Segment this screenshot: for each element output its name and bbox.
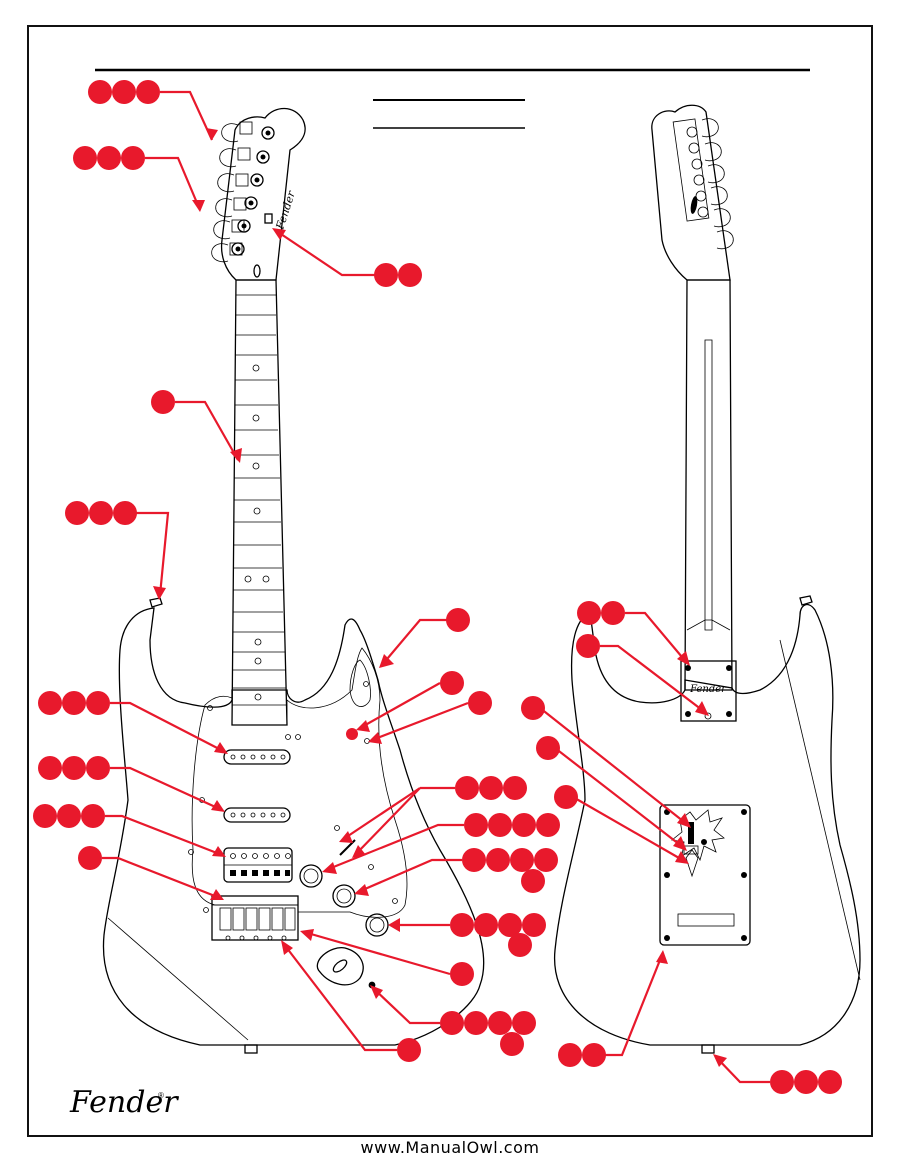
neck-pickup <box>223 749 291 765</box>
output-jack-hole <box>332 959 348 973</box>
pickguard-red-dot <box>346 728 358 740</box>
bridge-humbucker <box>223 847 293 883</box>
back-headstock-decal <box>690 196 698 214</box>
callout-string-trees[interactable] <box>73 146 205 212</box>
diagram-frame <box>27 25 873 1137</box>
guitar-front: Fender <box>102 107 485 1054</box>
back-tuner-keys <box>701 118 734 250</box>
callout-neck-pickup[interactable] <box>38 691 228 754</box>
back-body-outline <box>553 603 861 1046</box>
front-tuner-keys <box>211 121 253 263</box>
watermark: www.ManualOwl.com <box>360 1138 540 1157</box>
neck-heel <box>686 619 731 631</box>
callout-tremolo-spring[interactable] <box>521 696 691 828</box>
strap-button-top <box>149 597 163 608</box>
callout-claw-screw[interactable] <box>554 785 689 864</box>
callout-bridge-pickup[interactable] <box>33 804 226 857</box>
back-tuner-strip <box>672 118 710 222</box>
callout-truss-rod[interactable] <box>272 228 422 287</box>
bridge <box>211 895 299 941</box>
skunk-stripe <box>704 339 713 631</box>
strap-button-bottom-back <box>701 1044 715 1054</box>
callout-pickguard-screw[interactable] <box>368 691 492 744</box>
callout-tuners-front[interactable] <box>88 80 218 141</box>
callout-strap-button-bottom[interactable] <box>713 1054 842 1094</box>
fender-logo-registered: ® <box>158 1091 164 1100</box>
output-jack-plate <box>316 947 364 986</box>
back-cover-plate <box>659 804 751 946</box>
frets <box>232 294 286 706</box>
callout-tremolo-claw[interactable] <box>536 736 687 851</box>
fret-inlays <box>244 364 270 701</box>
back-neck <box>684 279 733 691</box>
horn-inner <box>349 659 371 707</box>
front-body-outline <box>102 607 485 1046</box>
pickguard <box>191 647 408 918</box>
callout-bridge-mount[interactable] <box>78 846 224 900</box>
callout-neck-plate-hole[interactable] <box>576 634 709 716</box>
callout-middle-pickup[interactable] <box>38 756 225 812</box>
middle-pickup <box>223 807 291 823</box>
callout-output-jack[interactable] <box>370 985 536 1056</box>
callout-back-cover[interactable] <box>558 950 668 1067</box>
callout-tone-knob-1[interactable] <box>354 848 558 896</box>
back-contour <box>779 639 861 981</box>
front-tuner-posts <box>231 126 275 256</box>
callout-volume-knob[interactable] <box>322 813 560 874</box>
callout-pickguard-dot[interactable] <box>356 671 464 732</box>
back-headstock <box>651 104 731 281</box>
fender-logo-text: Fender <box>69 1085 179 1120</box>
svg-text:Fender: Fender <box>689 684 727 695</box>
callout-jack-screw[interactable] <box>300 929 474 986</box>
arm-contour <box>107 917 249 1041</box>
callout-body-edge[interactable] <box>379 608 470 668</box>
headstock-logo: Fender <box>273 189 298 232</box>
string-tree <box>264 213 273 224</box>
volume-knob <box>299 864 323 888</box>
callout-neck-plate[interactable] <box>577 601 690 666</box>
callout-strap-button-top[interactable] <box>65 501 170 600</box>
truss-rod-slot <box>253 264 261 278</box>
tone-knob-1 <box>332 884 356 908</box>
fender-logo: Fender ® <box>69 1085 179 1120</box>
front-headstock <box>220 107 306 281</box>
callout-fretboard[interactable] <box>151 390 242 463</box>
strap-button-bottom-front <box>244 1044 258 1054</box>
neck-plate: Fender <box>680 660 737 722</box>
strap-button-top-back <box>799 595 813 606</box>
callout-bridge-saddles[interactable] <box>281 940 421 1062</box>
guitar-back: Fender <box>553 104 861 1054</box>
callout-tone-knob-2[interactable] <box>388 913 546 957</box>
